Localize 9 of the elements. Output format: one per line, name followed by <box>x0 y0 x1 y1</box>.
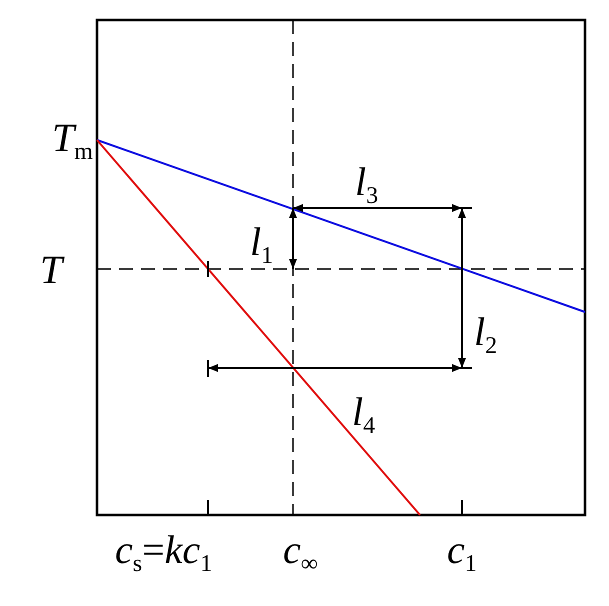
dimension-label: l$_{4}$ <box>352 392 376 432</box>
dimension-label: l$_{2}$ <box>474 312 498 352</box>
axis-label: T$_{m}$ <box>52 118 93 158</box>
axis-label: c$_{∞}$ <box>283 530 318 570</box>
dimension-label: l$_{1}$ <box>250 222 274 262</box>
axis-label: c$_{s}$=kc$_{1}$ <box>115 530 212 570</box>
axis-label: c$_{1}$ <box>447 530 477 570</box>
dimension-label: l$_{3}$ <box>355 162 378 202</box>
axis-label: T <box>40 250 62 290</box>
